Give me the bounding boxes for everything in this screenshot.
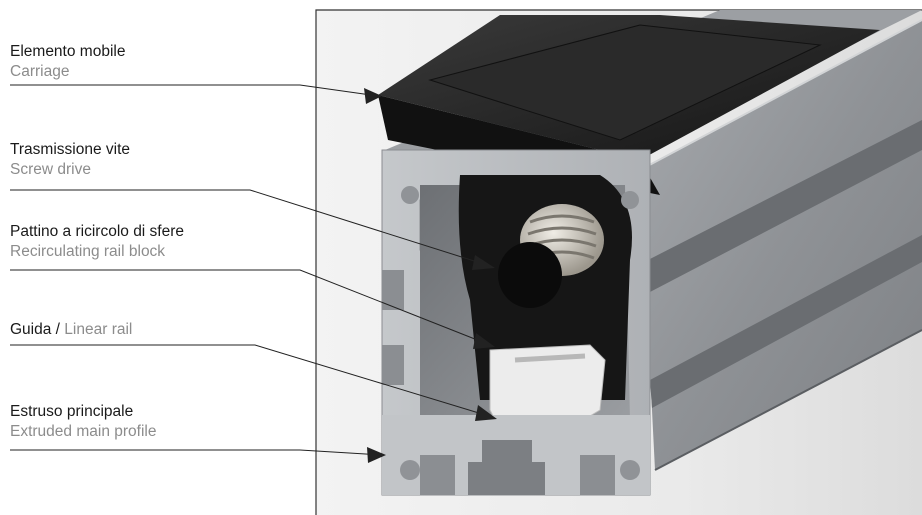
profile-bore <box>620 460 640 480</box>
label-english: Linear rail <box>64 321 133 338</box>
arrowhead <box>473 333 495 349</box>
side-groove <box>648 120 922 292</box>
label-english: Recirculating rail block <box>10 243 166 260</box>
leader-line-extruded-profile <box>10 449 383 456</box>
callout-rail-block: Pattino a ricircolo di sfere Recirculati… <box>10 222 184 262</box>
arrowhead <box>367 447 386 463</box>
t-slot <box>468 440 545 495</box>
side-groove <box>650 235 922 408</box>
label-separator: / <box>51 321 65 338</box>
label-italian: Estruso principale <box>10 403 134 420</box>
label-italian: Pattino a ricircolo di sfere <box>10 223 185 240</box>
leader-line-linear-rail <box>10 344 493 418</box>
side-edge <box>639 19 922 171</box>
callout-labels: Elemento mobile Carriage Trasmissione vi… <box>0 0 300 515</box>
callout-screw-drive: Trasmissione vite Screw drive <box>10 140 130 180</box>
leader-arrowheads <box>364 88 497 463</box>
arrowhead <box>364 88 382 104</box>
leader-lines <box>10 84 493 456</box>
label-italian: Elemento mobile <box>10 43 126 60</box>
callout-linear-rail: Guida / Linear rail <box>10 320 132 340</box>
t-slot <box>382 270 404 310</box>
screw-threads <box>527 214 597 260</box>
profile-bore <box>621 191 639 209</box>
carriage-plate <box>428 24 822 141</box>
callout-carriage: Elemento mobile Carriage <box>10 42 125 82</box>
t-slot <box>580 455 615 495</box>
label-english: Carriage <box>10 63 70 80</box>
profile-bore <box>400 460 420 480</box>
leader-line-rail-block <box>10 269 491 346</box>
label-italian: Trasmissione vite <box>10 141 131 158</box>
callout-extruded-profile: Estruso principale Extruded main profile <box>10 402 156 442</box>
arrowhead <box>475 405 497 421</box>
side-edge <box>654 329 922 471</box>
label-english: Extruded main profile <box>10 423 157 440</box>
leader-line-screw-drive <box>10 189 491 267</box>
t-slot <box>420 455 455 495</box>
arrowhead <box>472 255 495 270</box>
screw-end <box>498 242 562 308</box>
label-italian: Guida <box>10 321 52 338</box>
profile-bore <box>401 186 419 204</box>
t-slot <box>382 345 404 385</box>
rail-groove <box>514 353 586 363</box>
leader-line-carriage <box>10 84 379 97</box>
label-english: Screw drive <box>10 161 91 178</box>
